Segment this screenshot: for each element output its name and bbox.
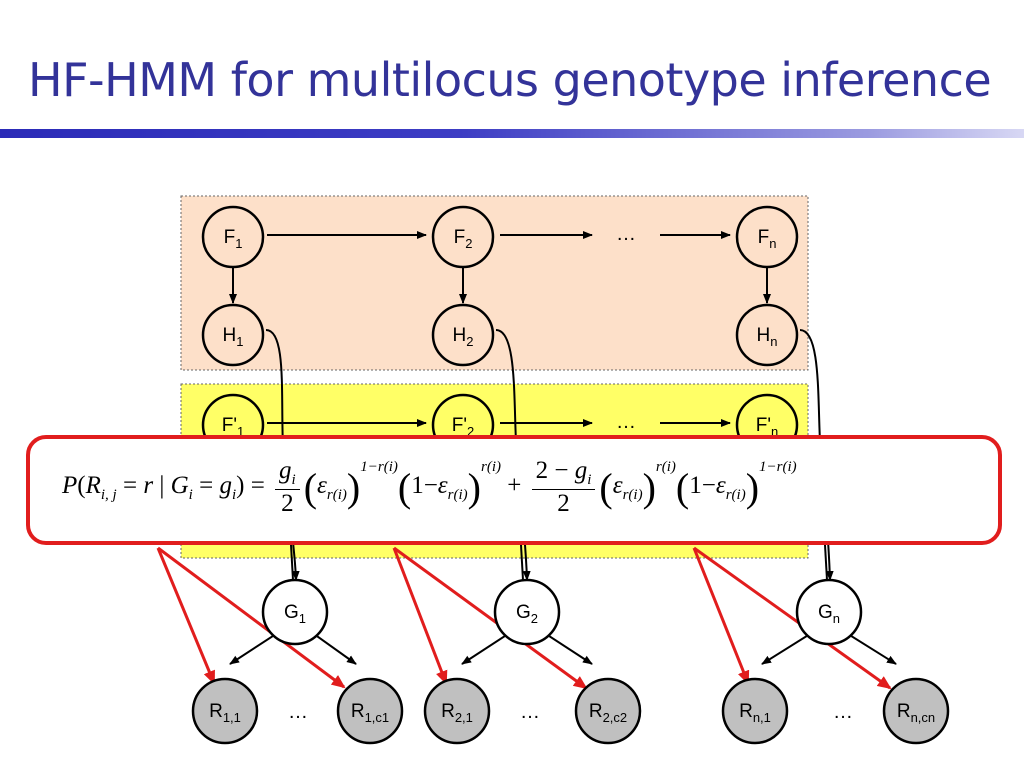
node-f1: F1 bbox=[201, 205, 265, 269]
red-arrow-na bbox=[692, 547, 750, 685]
arrow-fnp-gn bbox=[824, 544, 828, 581]
node-f2: F2 bbox=[431, 205, 495, 269]
reads-1-ellipsis: … bbox=[288, 701, 308, 723]
arrow-gn-rnc bbox=[847, 633, 897, 665]
node-h2: H2 bbox=[431, 303, 495, 367]
svg-text:F'1: F'1 bbox=[222, 415, 244, 439]
red-arrow-1a bbox=[156, 547, 216, 685]
svg-text:Gn: Gn bbox=[818, 602, 840, 626]
reads-n-ellipsis: … bbox=[833, 701, 853, 723]
founder-row-ellipsis: … bbox=[616, 223, 636, 245]
svg-text:Fn: Fn bbox=[758, 227, 777, 251]
node-r-2-c2: R2,c2 bbox=[574, 677, 642, 745]
svg-text:F'2: F'2 bbox=[452, 415, 474, 439]
node-r-2-1: R2,1 bbox=[423, 677, 491, 745]
red-arrow-1b bbox=[157, 546, 346, 689]
arrow-f2p-g2 bbox=[520, 544, 524, 581]
svg-text:H1: H1 bbox=[223, 325, 244, 349]
title-underline bbox=[0, 129, 1024, 138]
node-fn: Fn bbox=[735, 205, 799, 269]
svg-text:F1: F1 bbox=[224, 227, 243, 251]
arrow-gn-rn1 bbox=[761, 633, 811, 665]
svg-text:G2: G2 bbox=[516, 602, 538, 626]
svg-text:F2: F2 bbox=[454, 227, 473, 251]
arrow-g1-r11 bbox=[229, 633, 277, 665]
svg-text:R1,1: R1,1 bbox=[209, 701, 241, 725]
svg-text:Rn,1: Rn,1 bbox=[739, 701, 771, 725]
reads-2-ellipsis: … bbox=[520, 701, 540, 723]
svg-text:G1: G1 bbox=[284, 602, 306, 626]
arrow-g1-r1c bbox=[313, 633, 357, 665]
svg-text:Hn: Hn bbox=[757, 325, 778, 349]
red-arrow-2b bbox=[393, 546, 588, 690]
node-gn: Gn bbox=[795, 578, 863, 646]
red-arrow-2a bbox=[392, 547, 448, 685]
arrow-f1p-g1 bbox=[290, 544, 294, 581]
node-g1: G1 bbox=[261, 578, 329, 646]
svg-text:H2: H2 bbox=[453, 325, 474, 349]
svg-text:F'n: F'n bbox=[756, 415, 778, 439]
slide-title: HF-HMM for multilocus genotype inference bbox=[28, 53, 992, 107]
node-r-n-cn: Rn,cn bbox=[882, 677, 950, 745]
svg-text:Rn,cn: Rn,cn bbox=[897, 701, 935, 725]
node-r-1-1: R1,1 bbox=[191, 677, 259, 745]
node-h1: H1 bbox=[201, 303, 265, 367]
svg-text:R1,c1: R1,c1 bbox=[351, 701, 389, 725]
svg-text:R2,c2: R2,c2 bbox=[589, 701, 627, 725]
arrow-g2-r21 bbox=[461, 633, 509, 665]
node-r-n-1: Rn,1 bbox=[721, 677, 789, 745]
node-g2: G2 bbox=[493, 578, 561, 646]
arrow-g2-r2c bbox=[545, 633, 593, 665]
node-hn: Hn bbox=[735, 303, 799, 367]
node-r-1-c1: R1,c1 bbox=[336, 677, 404, 745]
founder2-row-ellipsis: … bbox=[616, 411, 636, 433]
svg-text:R2,1: R2,1 bbox=[441, 701, 473, 725]
red-arrow-nb bbox=[693, 546, 892, 690]
founder-haplotype-panel bbox=[180, 195, 809, 371]
